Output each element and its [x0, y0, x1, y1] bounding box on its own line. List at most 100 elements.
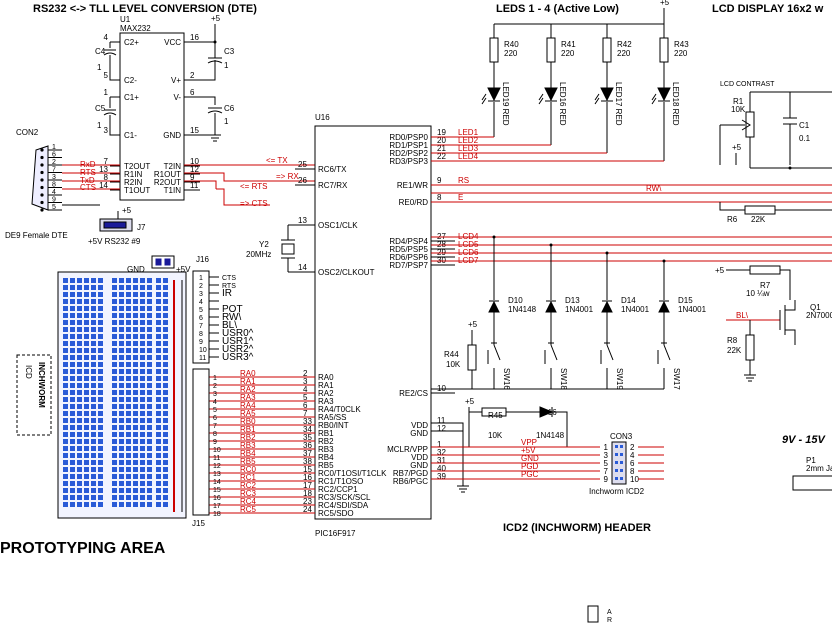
- proto-5v-label: +5V: [176, 265, 191, 274]
- proto-hole: [112, 306, 117, 311]
- proto-hole: [119, 397, 124, 402]
- proto-gnd-label: GND: [127, 265, 145, 274]
- proto-hole: [126, 502, 131, 507]
- j15-pin-number: 18: [213, 511, 221, 518]
- proto-hole: [112, 362, 117, 367]
- u16-pin-name: RD0/PSP0: [389, 133, 428, 142]
- proto-hole: [70, 362, 75, 367]
- proto-hole: [140, 320, 145, 325]
- pushbutton-switch: [600, 342, 614, 364]
- proto-hole: [70, 334, 75, 339]
- proto-hole: [156, 418, 161, 423]
- u1-pin-number: 4: [104, 33, 109, 42]
- proto-hole: [91, 460, 96, 465]
- proto-hole: [133, 334, 138, 339]
- led-emission-arrow: [538, 93, 544, 105]
- proto-hole: [156, 355, 161, 360]
- proto-hole: [126, 404, 131, 409]
- proto-hole: [156, 362, 161, 367]
- con3-pin-hole: [615, 445, 618, 448]
- pushbutton-switch: [657, 342, 671, 364]
- r45-value: 10K: [488, 431, 503, 440]
- junction-dot: [492, 235, 496, 239]
- proto-hole: [163, 481, 168, 486]
- con2-pin-number: 6: [52, 152, 56, 159]
- proto-hole: [70, 502, 75, 507]
- con3-pin-number: 6: [630, 459, 635, 468]
- proto-hole: [126, 418, 131, 423]
- proto-hole: [98, 425, 103, 430]
- proto-hole: [119, 383, 124, 388]
- proto-hole: [112, 299, 117, 304]
- proto-hole: [133, 299, 138, 304]
- proto-hole: [112, 502, 117, 507]
- proto-hole: [91, 488, 96, 493]
- led-diode: [544, 87, 558, 102]
- led-diode: [487, 87, 501, 102]
- u16-pin-number: 8: [437, 193, 442, 202]
- proto-hole: [147, 474, 152, 479]
- u16-pin-name: RC4/SDI/SDA: [318, 501, 369, 510]
- u16-pin-name: RC6/TX: [318, 165, 347, 174]
- proto-hole: [133, 320, 138, 325]
- u16-net-label: RB1: [240, 425, 256, 434]
- u16-pin-number: 15: [303, 465, 312, 474]
- proto-hole: [156, 432, 161, 437]
- proto-hole: [70, 411, 75, 416]
- switch-diode: [658, 300, 670, 313]
- u16-pin-number: 11: [437, 416, 446, 425]
- u16-pin-name: RC7/RX: [318, 181, 348, 190]
- u16-net-label: RA4: [240, 401, 256, 410]
- con3-pin-number: 7: [604, 467, 609, 476]
- proto-hole: [63, 495, 68, 500]
- proto-hole: [156, 404, 161, 409]
- net-rts: <= RTS: [240, 182, 267, 191]
- proto-hole: [119, 341, 124, 346]
- proto-hole: [112, 327, 117, 332]
- c5-value: 1: [97, 121, 102, 130]
- proto-hole: [126, 383, 131, 388]
- proto-hole: [84, 488, 89, 493]
- icd-label: ICD: [24, 365, 33, 379]
- proto-hole: [126, 495, 131, 500]
- proto-hole: [163, 397, 168, 402]
- u16-pin-name: RB2: [318, 437, 334, 446]
- proto-hole: [140, 418, 145, 423]
- proto-hole: [163, 306, 168, 311]
- con2-pin-dot: [40, 185, 44, 190]
- d16-value: 1N4148: [536, 431, 565, 440]
- con2-pin-number: 5: [52, 204, 56, 211]
- proto-hole: [91, 495, 96, 500]
- j16-pin-number: 9: [199, 339, 203, 346]
- con2-pin-dot: [40, 193, 44, 197]
- proto-hole: [112, 355, 117, 360]
- proto-hole: [133, 313, 138, 318]
- con3-label: Inchworm ICD2: [589, 487, 645, 496]
- proto-hole: [163, 369, 168, 374]
- proto-hole: [77, 313, 82, 318]
- proto-hole: [156, 488, 161, 493]
- proto-hole: [98, 362, 103, 367]
- proto-hole: [84, 418, 89, 423]
- proto-hole: [77, 495, 82, 500]
- proto-hole: [77, 411, 82, 416]
- j7-vcc: +5: [122, 206, 132, 215]
- u16-pin-name: RD5/PSP5: [389, 245, 428, 254]
- proto-hole: [112, 439, 117, 444]
- proto-hole: [126, 327, 131, 332]
- r44-value: 10K: [446, 360, 461, 369]
- proto-hole: [147, 320, 152, 325]
- proto-hole: [112, 453, 117, 458]
- proto-hole: [77, 383, 82, 388]
- u16-pin-number: 40: [437, 464, 446, 473]
- proto-hole: [163, 390, 168, 395]
- proto-hole: [147, 418, 152, 423]
- led-resistor-ref: R40: [504, 40, 519, 49]
- u16-net-label: LED2: [458, 136, 479, 145]
- j15-pin-number: 4: [213, 399, 217, 406]
- proto-hole: [84, 467, 89, 472]
- proto-hole: [91, 355, 96, 360]
- proto-hole: [70, 474, 75, 479]
- misc-component: [587, 605, 599, 623]
- proto-hole: [84, 320, 89, 325]
